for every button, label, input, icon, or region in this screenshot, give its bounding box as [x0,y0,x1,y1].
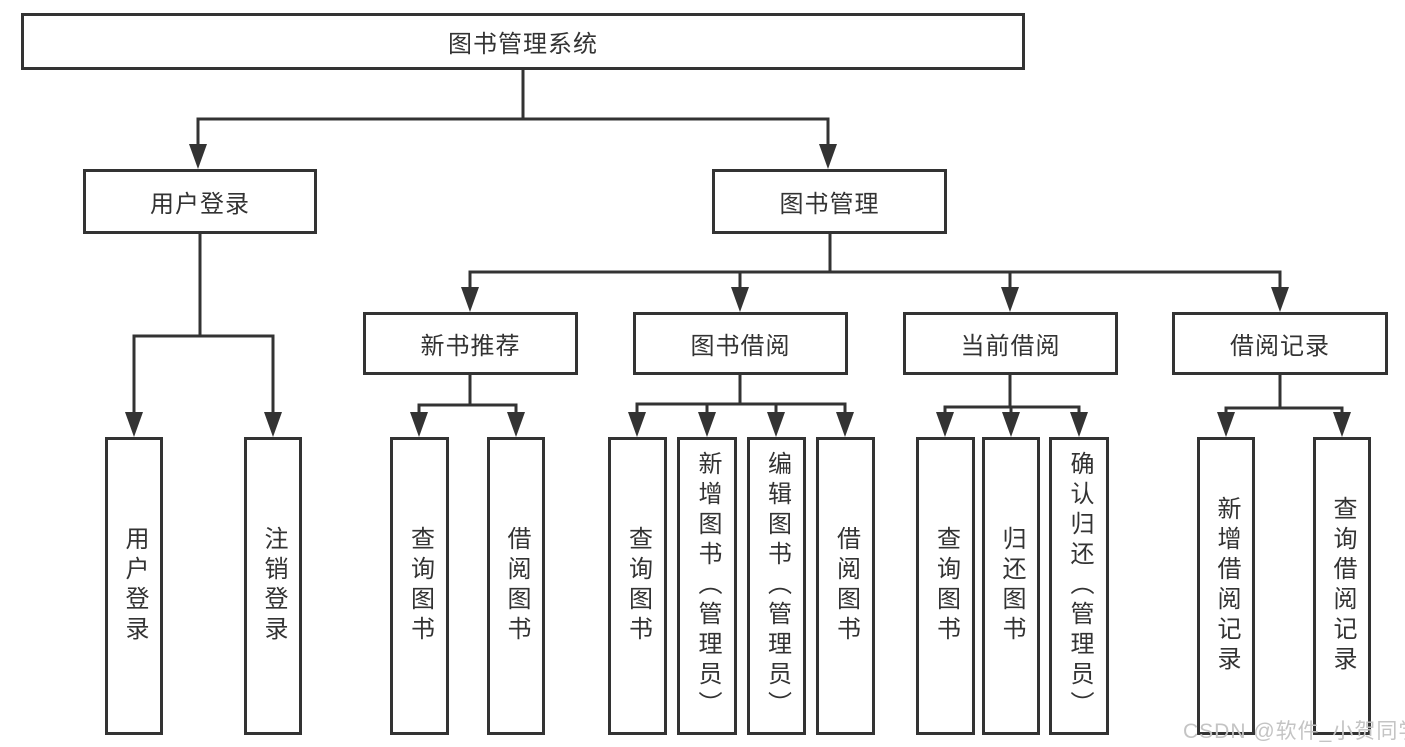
node-label: 新增图书（管理员） [694,451,721,721]
node-label: 用户登录 [150,191,250,218]
node-book-borrowing: 图书借阅 [633,312,848,375]
node-label: 编辑图书（管理员） [763,451,791,721]
node-user-login: 用户登录 [83,169,317,234]
node-label: 新书推荐 [420,333,521,360]
node-label: 借阅图书 [832,526,860,646]
leaf-borrow-books-recommend: 借阅图书 [487,437,545,735]
node-system-root: 图书管理系统 [21,13,1025,70]
node-label: 查询借阅记录 [1329,496,1356,676]
node-label: 查询图书 [406,526,434,646]
node-label: 新增借阅记录 [1213,496,1240,676]
leaf-add-books-admin: 新增图书（管理员） [677,437,737,735]
node-label: 确认归还（管理员） [1066,451,1093,721]
node-label: 借阅记录 [1230,333,1330,360]
leaf-query-borrow-record: 查询借阅记录 [1313,437,1371,735]
node-label: 查询图书 [932,526,960,646]
node-label: 查询图书 [624,526,652,646]
leaf-logout: 注销登录 [244,437,302,735]
leaf-user-login: 用户登录 [105,437,163,735]
leaf-edit-books-admin: 编辑图书（管理员） [747,437,806,735]
node-label: 图书借阅 [690,333,791,360]
node-current-borrowing: 当前借阅 [903,312,1118,375]
leaf-confirm-return-admin: 确认归还（管理员） [1049,437,1109,735]
node-label: 图书管理系统 [448,31,598,58]
csdn-watermark: CSDN @软件_小贺同学 [1183,720,1405,743]
leaf-query-books-borrowing: 查询图书 [608,437,667,735]
leaf-borrow-books: 借阅图书 [816,437,875,735]
node-new-book-recommend: 新书推荐 [363,312,578,375]
leaf-query-books-recommend: 查询图书 [390,437,449,735]
node-label: 借阅图书 [503,526,530,646]
node-label: 注销登录 [260,526,287,646]
node-label: 图书管理 [779,191,880,218]
leaf-query-books-current: 查询图书 [916,437,975,735]
leaf-add-borrow-record: 新增借阅记录 [1197,437,1255,735]
node-label: 当前借阅 [960,333,1061,360]
node-label: 用户登录 [121,526,148,646]
node-label: 归还图书 [998,526,1025,646]
node-borrowing-records: 借阅记录 [1172,312,1388,375]
leaf-return-books: 归还图书 [982,437,1040,735]
node-book-management: 图书管理 [712,169,947,234]
